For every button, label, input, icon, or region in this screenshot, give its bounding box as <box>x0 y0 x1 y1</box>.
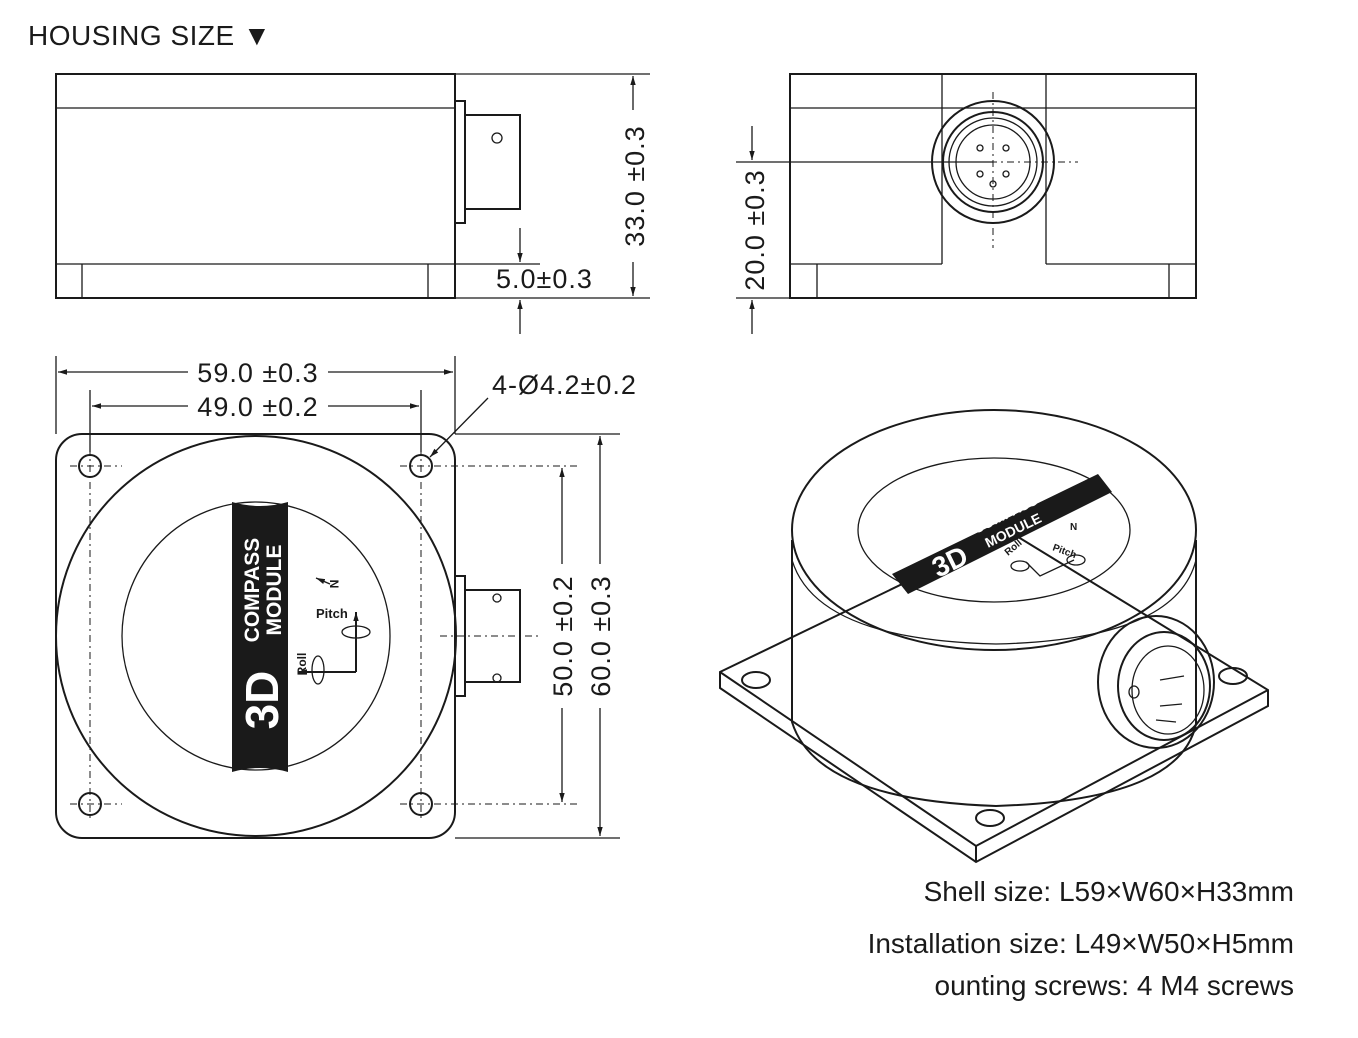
side-view: 33.0 ±0.3 5.0±0.3 <box>55 73 650 334</box>
axis-pitch: Pitch <box>316 606 348 621</box>
spec-shell-size: Shell size: L59×W60×H33mm <box>923 876 1294 907</box>
dim-connector-height: 20.0 ±0.3 <box>740 169 770 290</box>
dim-length: 59.0 ±0.3 <box>197 358 318 388</box>
spec-mounting-screws: ounting screws: 4 M4 screws <box>934 970 1294 1001</box>
label-line2: MODULE <box>263 545 286 636</box>
dim-base-height: 5.0±0.3 <box>496 264 593 294</box>
dim-width: 60.0 ±0.3 <box>586 575 616 696</box>
spec-installation-size: Installation size: L49×W50×H5mm <box>867 928 1294 959</box>
dim-total-height: 33.0 ±0.3 <box>620 125 650 246</box>
label-line1: COMPASS <box>241 538 264 643</box>
front-view: 20.0 ±0.3 <box>736 73 1197 334</box>
dim-holes: 4-Ø4.2±0.2 <box>492 370 637 400</box>
iso-axis-n: N <box>1070 522 1077 533</box>
dim-mount-length: 49.0 ±0.2 <box>197 392 318 422</box>
label-brand: 3D <box>236 671 288 730</box>
section-heading: HOUSING SIZE ▼ <box>28 20 272 51</box>
isometric-view: 3D COMPASS MODULE N Pitch Roll <box>719 409 1269 864</box>
dim-mount-width: 50.0 ±0.2 <box>548 575 578 696</box>
top-view: 3D COMPASS MODULE N Pitch Roll <box>55 356 637 839</box>
axis-n: N <box>327 580 341 589</box>
